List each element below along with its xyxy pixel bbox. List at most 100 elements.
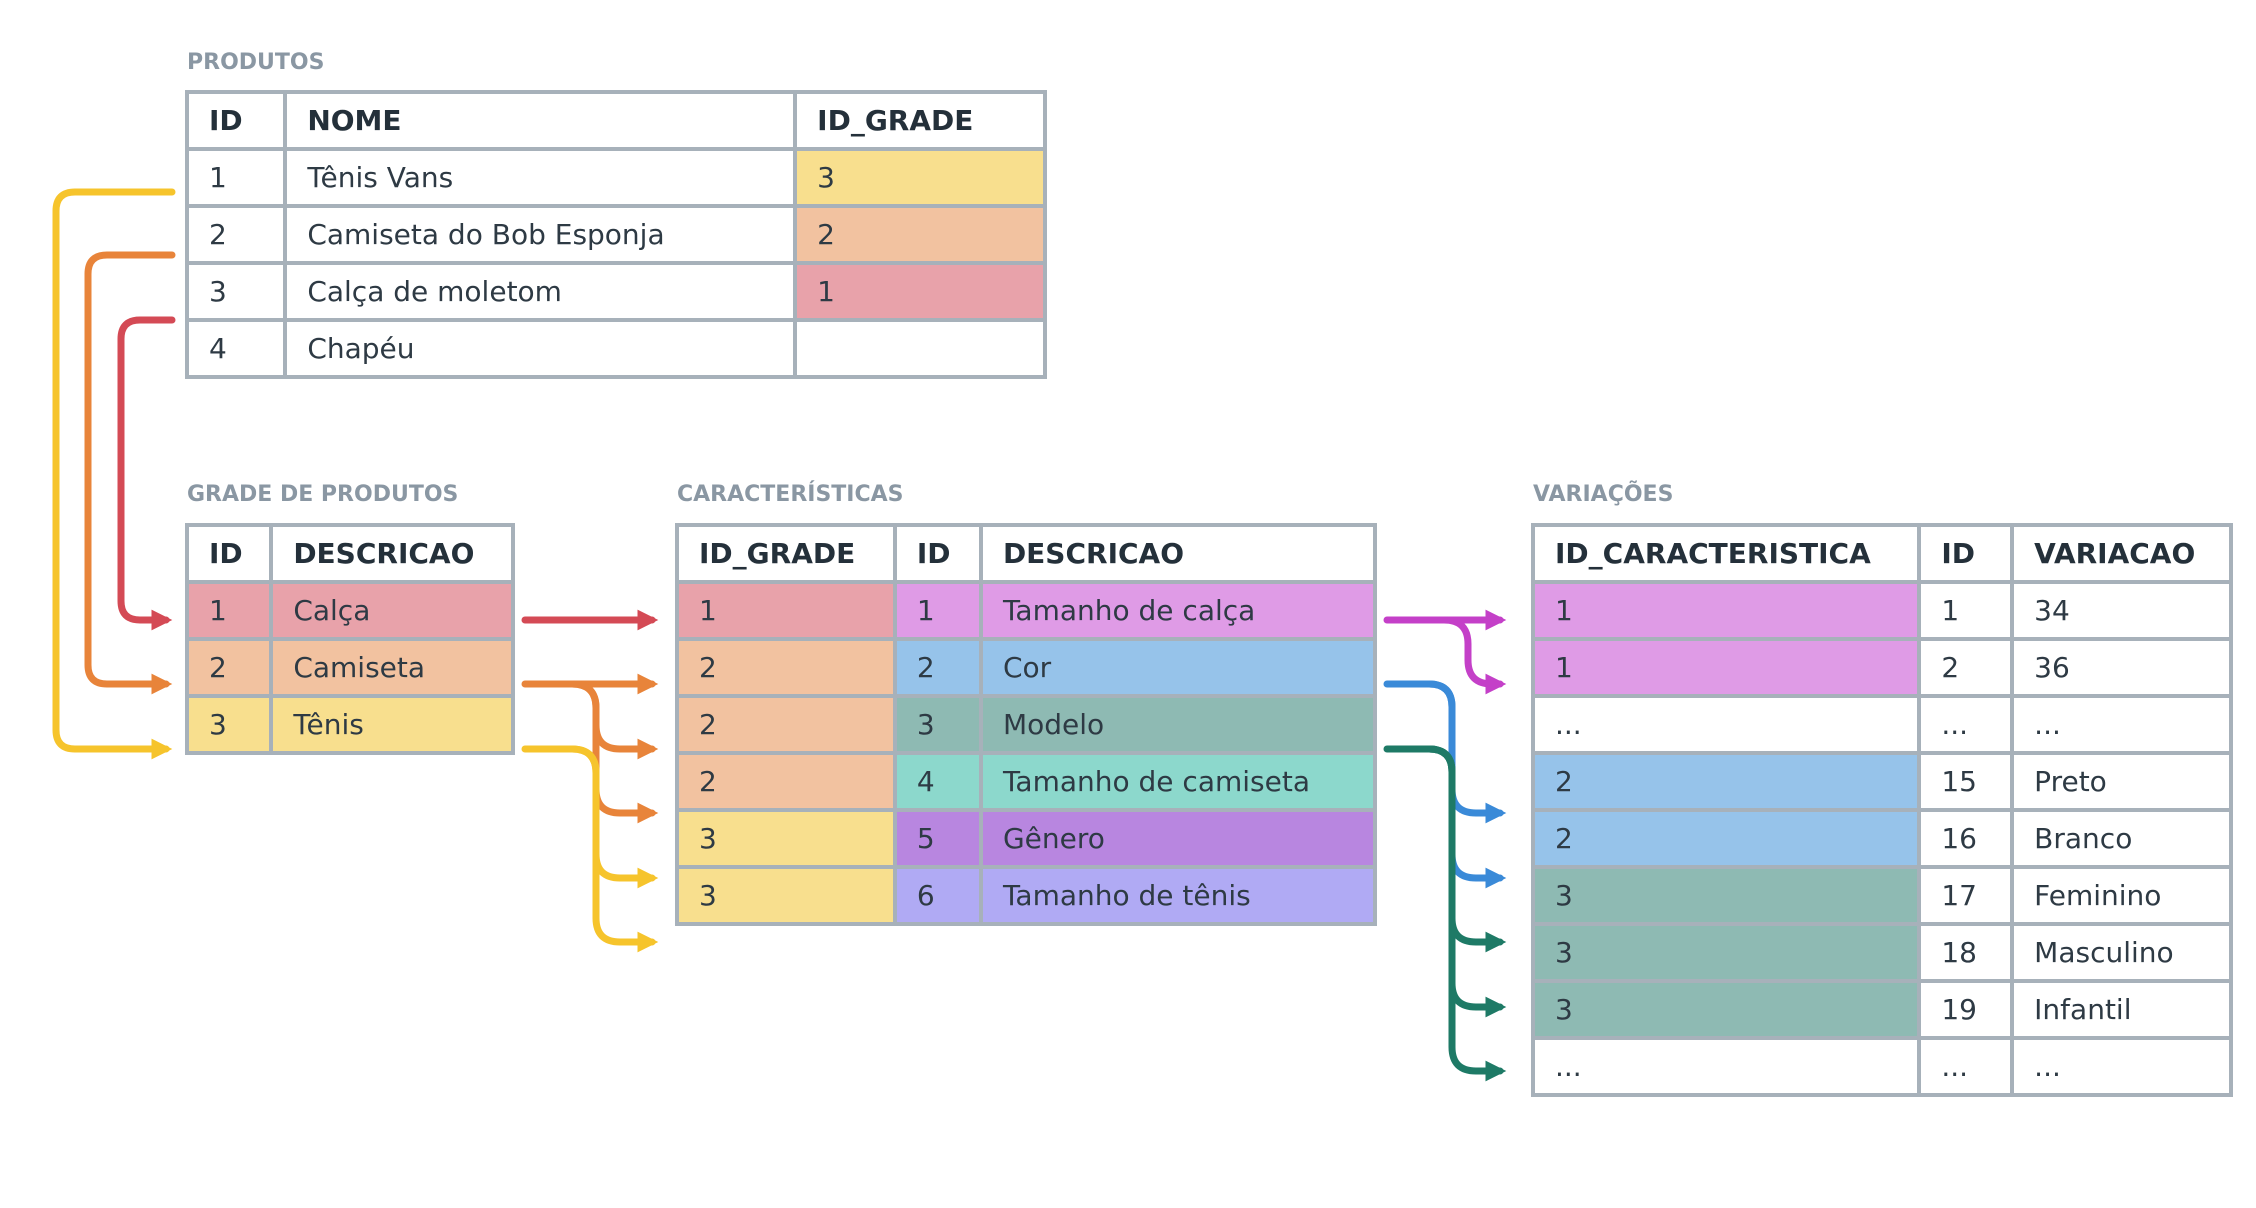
table-row: 3 17 Feminino (1530, 865, 2233, 926)
table-row: 3 19 Infantil (1530, 979, 2233, 1040)
table-cell: 1 (1917, 580, 2015, 641)
table-cell: 15 (1917, 751, 2015, 812)
table-cell: Tênis (269, 694, 515, 755)
table-row: 2 15 Preto (1530, 751, 2233, 812)
column-header: DESCRICAO (978, 523, 1378, 584)
table-cell: 3 (793, 147, 1047, 208)
table-cell: Cor (978, 637, 1378, 698)
table-cell: Feminino (2010, 865, 2233, 926)
table-header-row: ID NOME ID_GRADE (184, 90, 1047, 151)
arrow-yellow-grade-caract-2 (556, 745, 659, 953)
arrow-red-produto-grade (117, 316, 176, 631)
table-cell: 2 (184, 204, 288, 265)
table-cell: 16 (1917, 808, 2015, 869)
arrow-orange-grade-caract-3 (556, 680, 659, 824)
table-cell: 17 (1917, 865, 2015, 926)
table-cell: Preto (2010, 751, 2233, 812)
table-cell: ... (1530, 1036, 1922, 1097)
table-header-row: ID_CARACTERISTICA ID VARIACAO (1530, 523, 2233, 584)
column-header: ID (184, 90, 288, 151)
table-cell: 1 (1530, 580, 1922, 641)
table-cell: 1 (675, 580, 897, 641)
table-cell: 19 (1917, 979, 2015, 1040)
grade-caption: GRADE DE PRODUTOS (187, 482, 459, 507)
table-cell: 18 (1917, 922, 2015, 983)
table-cell: 6 (892, 865, 983, 926)
table-cell: 3 (675, 808, 897, 869)
table-cell: 1 (793, 261, 1047, 322)
table-row: 1 1 Tamanho de calça (675, 580, 1378, 641)
table-cell: Camiseta do Bob Esponja (283, 204, 798, 265)
column-header: NOME (283, 90, 798, 151)
table-cell: Masculino (2010, 922, 2233, 983)
table-cell: 2 (675, 637, 897, 698)
table-cell: Infantil (2010, 979, 2233, 1040)
produtos-table: ID NOME ID_GRADE 1 Tênis Vans 3 2 Camise… (184, 90, 1047, 379)
variacoes-caption: VARIAÇÕES (1533, 482, 1674, 507)
table-cell: 4 (184, 318, 288, 379)
table-row: 1 Tênis Vans 3 (184, 147, 1047, 208)
arrow-orange-grade-caract-2 (556, 680, 659, 760)
table-row: 1 2 36 (1530, 637, 2233, 698)
table-row: 2 Camiseta do Bob Esponja 2 (184, 204, 1047, 265)
table-row: 3 6 Tamanho de tênis (675, 865, 1378, 926)
table-cell (793, 318, 1047, 379)
grade-table: ID DESCRICAO 1 Calça 2 Camiseta 3 Tênis (184, 523, 515, 755)
variacoes-table: ID_CARACTERISTICA ID VARIACAO 1 1 34 1 2… (1530, 523, 2233, 1097)
produtos-caption: PRODUTOS (187, 50, 325, 75)
table-header-row: ID_GRADE ID DESCRICAO (675, 523, 1378, 584)
table-row: 3 Calça de moletom 1 (184, 261, 1047, 322)
table-cell: 2 (1917, 637, 2015, 698)
column-header: DESCRICAO (269, 523, 515, 584)
table-row: 3 18 Masculino (1530, 922, 2233, 983)
table-cell: 2 (675, 751, 897, 812)
table-cell: Calça (269, 580, 515, 641)
arrow-blue-caract-var-2 (1416, 680, 1507, 889)
table-cell: 1 (184, 580, 274, 641)
table-cell: Tamanho de camiseta (978, 751, 1378, 812)
table-cell: Gênero (978, 808, 1378, 869)
table-cell: Calça de moletom (283, 261, 798, 322)
table-cell: 2 (184, 637, 274, 698)
table-cell: Camiseta (269, 637, 515, 698)
table-cell: Chapéu (283, 318, 798, 379)
table-row: 2 3 Modelo (675, 694, 1378, 755)
column-header: ID (1917, 523, 2015, 584)
table-row: 3 5 Gênero (675, 808, 1378, 869)
table-cell: Tamanho de tênis (978, 865, 1378, 926)
column-header: ID_GRADE (793, 90, 1047, 151)
table-cell: 3 (184, 694, 274, 755)
table-cell: 1 (1530, 637, 1922, 698)
table-cell: ... (1917, 1036, 2015, 1097)
table-row: 4 Chapéu (184, 318, 1047, 379)
table-cell: 3 (675, 865, 897, 926)
table-cell: Tamanho de calça (978, 580, 1378, 641)
arrow-green-caract-var (1383, 745, 1507, 953)
table-cell: 34 (2010, 580, 2233, 641)
table-cell: ... (1917, 694, 2015, 755)
table-cell: 5 (892, 808, 983, 869)
table-cell: 3 (1530, 865, 1922, 926)
table-row: 1 Calça (184, 580, 515, 641)
caracteristicas-caption: CARACTERÍSTICAS (677, 482, 904, 507)
arrow-green-caract-var-3 (1416, 745, 1507, 1082)
table-cell: Tênis Vans (283, 147, 798, 208)
table-header-row: ID DESCRICAO (184, 523, 515, 584)
arrow-orange-produto-grade (84, 251, 176, 695)
table-cell: ... (2010, 694, 2233, 755)
arrow-magenta-caract-var-2 (1436, 616, 1507, 695)
table-cell: 3 (1530, 979, 1922, 1040)
table-cell: ... (1530, 694, 1922, 755)
table-row: ... ... ... (1530, 694, 2233, 755)
table-cell: 3 (184, 261, 288, 322)
column-header: ID (184, 523, 274, 584)
table-cell: 2 (675, 694, 897, 755)
table-row: 2 16 Branco (1530, 808, 2233, 869)
table-cell: 2 (1530, 808, 1922, 869)
table-row: ... ... ... (1530, 1036, 2233, 1097)
table-cell: Modelo (978, 694, 1378, 755)
table-cell: 2 (793, 204, 1047, 265)
table-row: 1 1 34 (1530, 580, 2233, 641)
column-header: ID_CARACTERISTICA (1530, 523, 1922, 584)
column-header: VARIACAO (2010, 523, 2233, 584)
